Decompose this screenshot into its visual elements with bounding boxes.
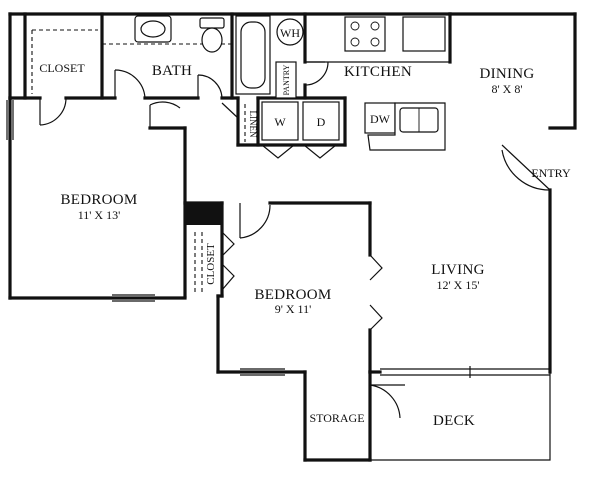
room-dim-living: 12' X 15' bbox=[437, 278, 480, 292]
room-label-bedroom-main: BEDROOM bbox=[60, 192, 137, 208]
room-dim-bedroom-second: 9' X 11' bbox=[275, 302, 312, 316]
deck-outline bbox=[370, 372, 551, 461]
room-label-entry: ENTRY bbox=[531, 166, 571, 180]
room-dim-dining: 8' X 8' bbox=[492, 82, 523, 96]
label-washer: W bbox=[274, 115, 286, 129]
dryer-box bbox=[302, 101, 340, 141]
pantry-box bbox=[275, 61, 297, 99]
room-labels: CLOSET BATH KITCHEN DINING 8' X 8' BEDRO… bbox=[39, 61, 571, 429]
washer-box bbox=[261, 101, 299, 141]
label-dishwasher: DW bbox=[370, 112, 391, 126]
label-water-heater: WH bbox=[280, 26, 300, 40]
room-label-living: LIVING bbox=[431, 262, 484, 278]
label-linen: LINEN bbox=[248, 111, 258, 138]
label-pantry: PANTRY bbox=[282, 64, 291, 95]
room-label-dining: DINING bbox=[479, 66, 534, 82]
room-label-bath: BATH bbox=[152, 63, 192, 79]
label-dryer: D bbox=[317, 115, 326, 129]
refrigerator bbox=[402, 16, 446, 52]
structural-column bbox=[185, 203, 222, 225]
toilet-bowl bbox=[201, 27, 223, 53]
door-swings bbox=[39, 61, 551, 419]
room-label-kitchen: KITCHEN bbox=[344, 64, 412, 80]
fixture-labels: WH PANTRY LINEN W D DW bbox=[248, 26, 391, 138]
room-label-deck: DECK bbox=[433, 413, 475, 429]
room-label-bedroom-second: BEDROOM bbox=[254, 287, 331, 303]
water-heater bbox=[276, 18, 304, 46]
room-dim-bedroom-main: 11' X 13' bbox=[78, 208, 121, 222]
toilet-tank bbox=[199, 17, 225, 29]
room-label-closet-top: CLOSET bbox=[39, 61, 85, 75]
dishwasher bbox=[364, 102, 396, 134]
stove bbox=[344, 16, 386, 52]
room-label-closet-side: CLOSET bbox=[205, 243, 217, 285]
room-label-storage: STORAGE bbox=[309, 411, 364, 425]
laundry bbox=[261, 101, 340, 141]
kitchen-fixtures bbox=[275, 16, 450, 151]
bath-fixtures bbox=[134, 15, 271, 95]
exterior-walls bbox=[8, 12, 577, 462]
windows bbox=[6, 100, 550, 378]
